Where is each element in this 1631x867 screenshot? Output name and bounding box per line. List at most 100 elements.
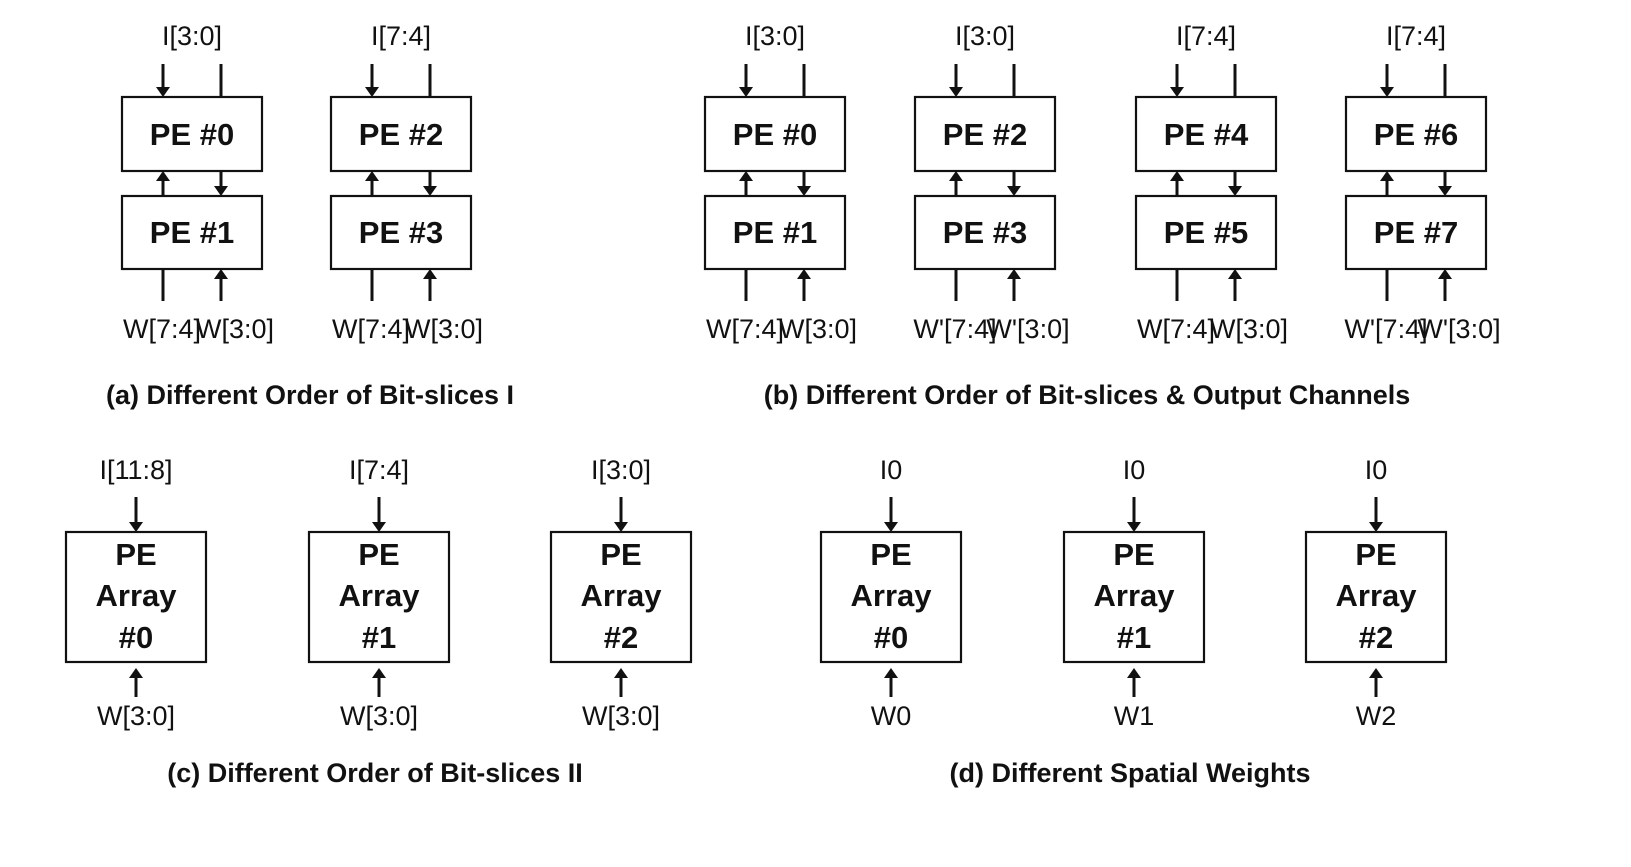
weight-arrow	[129, 668, 143, 697]
partial-sum-up-arrow	[365, 171, 379, 196]
pe-pair-group: I[7:4]PE #2PE #3W[7:4]W[3:0]	[329, 21, 483, 344]
input-arrow	[884, 497, 898, 532]
pe-label: PE #7	[1374, 215, 1458, 250]
weight-label: W2	[1356, 701, 1397, 731]
pe-box	[1134, 95, 1278, 173]
input-arrow	[949, 64, 963, 97]
weight-slice-label-left: W'[7:4]	[913, 314, 996, 344]
pe-array-label-line: #0	[119, 620, 153, 655]
panel-a: I[3:0]PE #0PE #1W[7:4]W[3:0]I[7:4]PE #2P…	[106, 21, 514, 410]
weight-slice-label-right: W[3:0]	[1210, 314, 1288, 344]
weight-slice-label-right: W'[3:0]	[1417, 314, 1500, 344]
pe-array-box	[307, 530, 451, 664]
pe-array-label-line: Array	[1094, 578, 1176, 613]
weight-arrow	[1228, 269, 1242, 301]
pe-label: PE #1	[733, 215, 817, 250]
weight-arrow	[1369, 668, 1383, 697]
pe-box	[913, 95, 1057, 173]
pe-array-label-line: Array	[96, 578, 178, 613]
partial-sum-up-arrow	[1170, 171, 1184, 196]
weight-label: W1	[1114, 701, 1155, 731]
input-slice-label: I0	[1365, 455, 1388, 485]
weight-arrow	[884, 668, 898, 697]
pe-array-label-line: #2	[1359, 620, 1393, 655]
input-pass-down-arrow	[1228, 171, 1242, 196]
pe-array-label-line: PE	[115, 537, 156, 572]
pe-box	[120, 194, 264, 271]
input-pass-down-arrow	[797, 171, 811, 196]
pe-box	[329, 194, 473, 271]
pe-label: PE #2	[359, 117, 443, 152]
pe-array-label-line: Array	[851, 578, 933, 613]
pe-array-label-line: #0	[874, 620, 908, 655]
weight-label: W[3:0]	[582, 701, 660, 731]
input-slice-label: I[3:0]	[745, 21, 805, 51]
pe-array-box	[819, 530, 963, 664]
input-pass-down-arrow	[214, 171, 228, 196]
partial-sum-up-arrow	[1380, 171, 1394, 196]
panel-caption: (d) Different Spatial Weights	[949, 758, 1310, 788]
pe-array-label-line: PE	[1113, 537, 1154, 572]
weight-arrow	[1438, 269, 1452, 301]
panel-caption: (b) Different Order of Bit-slices & Outp…	[764, 380, 1411, 410]
weight-slice-label-right: W[3:0]	[196, 314, 274, 344]
partial-sum-up-arrow	[949, 171, 963, 196]
pe-box	[1344, 194, 1488, 271]
input-slice-label: I[7:4]	[349, 455, 409, 485]
pe-pair-group: I[7:4] PE #4 PE #5 W[7:4]W[3:0]	[1134, 21, 1288, 344]
panel-caption: (c) Different Order of Bit-slices II	[167, 758, 583, 788]
input-arrow	[156, 64, 170, 97]
weight-slice-label-left: W'[7:4]	[1344, 314, 1427, 344]
input-arrow	[129, 497, 143, 532]
input-pass-down-arrow	[1438, 171, 1452, 196]
input-arrow	[365, 64, 379, 97]
weight-label: W[3:0]	[97, 701, 175, 731]
pe-label: PE #0	[733, 117, 817, 152]
pe-label: PE #4	[1164, 117, 1249, 152]
pe-label: PE #1	[150, 215, 234, 250]
input-slice-label: I[3:0]	[162, 21, 222, 51]
input-arrow	[739, 64, 753, 97]
weight-label: W0	[871, 701, 912, 731]
weight-arrow	[423, 269, 437, 301]
weight-arrow	[214, 269, 228, 301]
pe-array-label-line: PE	[1355, 537, 1396, 572]
pe-box	[1134, 194, 1278, 271]
input-arrow	[372, 497, 386, 532]
input-slice-label: I[7:4]	[1176, 21, 1236, 51]
input-slice-label: I[7:4]	[371, 21, 431, 51]
pe-array-label-line: #1	[1117, 620, 1151, 655]
input-arrow	[1170, 64, 1184, 97]
weight-arrow	[372, 668, 386, 697]
pe-array-label-line: PE	[600, 537, 641, 572]
weight-slice-label-right: W[3:0]	[779, 314, 857, 344]
pe-label: PE #3	[943, 215, 1027, 250]
weight-label: W[3:0]	[340, 701, 418, 731]
pe-pair-group: I[3:0]PE #0PE #1W[7:4]W[3:0]	[703, 21, 857, 344]
pe-array-label-line: Array	[1336, 578, 1418, 613]
pe-array-label-line: Array	[581, 578, 663, 613]
pe-box	[703, 194, 847, 271]
weight-slice-label-right: W[3:0]	[405, 314, 483, 344]
input-slice-label: I0	[1123, 455, 1146, 485]
weight-slice-label-left: W[7:4]	[1137, 314, 1215, 344]
weight-arrow	[1007, 269, 1021, 301]
pe-label: PE #6	[1374, 117, 1458, 152]
input-arrow	[614, 497, 628, 532]
input-slice-label: I[3:0]	[955, 21, 1015, 51]
input-slice-label: I[3:0]	[591, 455, 651, 485]
pe-box	[120, 95, 264, 173]
panel-b: I[3:0]PE #0PE #1W[7:4]W[3:0]I[3:0]PE #2P…	[703, 21, 1501, 410]
pe-label: PE #0	[150, 117, 234, 152]
pe-label: PE #5	[1164, 215, 1248, 250]
pe-array-label-line: Array	[339, 578, 421, 613]
input-pass-down-arrow	[1007, 171, 1021, 196]
panel-caption: (a) Different Order of Bit-slices I	[106, 380, 514, 410]
pe-label: PE #3	[359, 215, 443, 250]
weight-slice-label-left: W[7:4]	[123, 314, 201, 344]
